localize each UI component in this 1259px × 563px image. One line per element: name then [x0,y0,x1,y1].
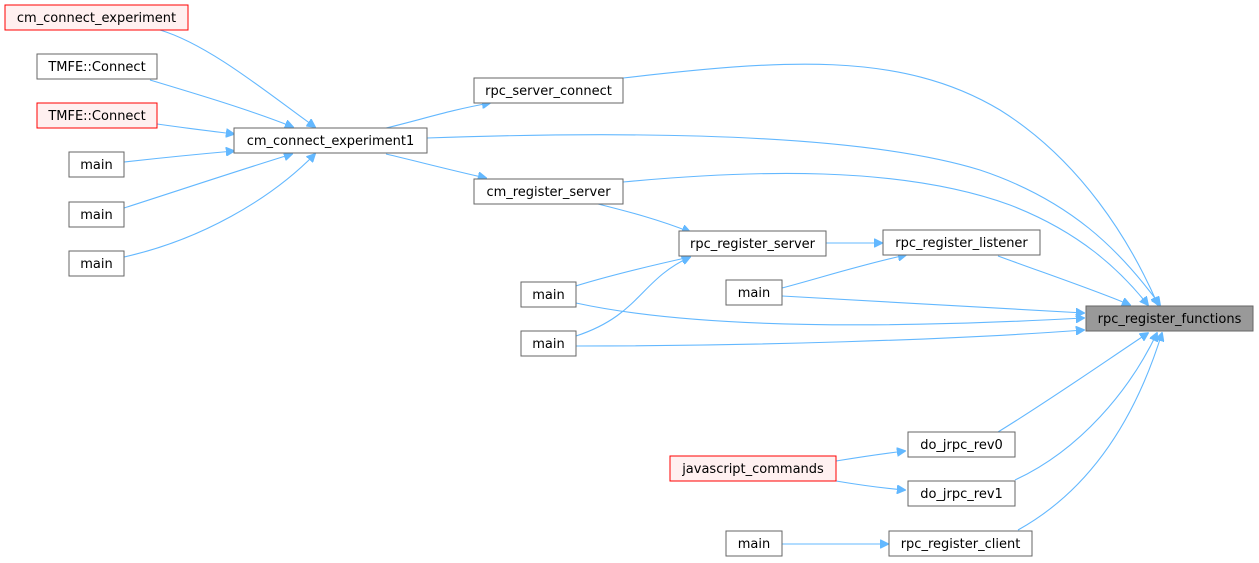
node-rpc-register-listener[interactable]: rpc_register_listener [882,229,1041,256]
node-main-g[interactable]: main [725,530,783,557]
nodes-layer: cm_connect_experiment TMFE::Connect TMFE… [4,4,1254,557]
edge [781,295,1084,313]
edge [622,172,1148,305]
node-label: main [738,537,770,552]
node-do-jrpc-rev1[interactable]: do_jrpc_rev1 [907,480,1016,507]
edge [575,330,1084,347]
edge [835,480,905,490]
edge [597,203,690,232]
edge [385,103,490,129]
edge [575,302,1084,326]
node-tmfe-connect[interactable]: TMFE::Connect [36,53,158,80]
node-label: cm_connect_experiment1 [247,134,415,149]
edge [123,154,315,258]
edge [123,151,234,163]
node-label: cm_connect_experiment [17,11,176,26]
node-main-d[interactable]: main [520,281,577,308]
node-main-c[interactable]: main [68,250,125,277]
edge [1017,333,1162,531]
edges-layer [123,29,1162,544]
edge [835,451,905,462]
node-label: TMFE::Connect [47,109,145,124]
edge [159,29,315,127]
edge [997,255,1130,305]
node-label: main [532,288,564,303]
node-cm-connect-experiment[interactable]: cm_connect_experiment [4,4,189,31]
node-label: do_jrpc_rev0 [920,438,1003,453]
node-label: rpc_register_client [901,537,1021,552]
node-label: rpc_server_connect [485,84,612,99]
node-do-jrpc-rev0[interactable]: do_jrpc_rev0 [907,431,1016,458]
node-label: rpc_register_listener [895,236,1028,251]
node-main-e[interactable]: main [520,330,577,357]
node-javascript-commands[interactable]: javascript_commands [669,455,837,482]
edge [426,134,1160,305]
edge [565,257,690,290]
node-label: rpc_register_server [690,237,816,252]
edge [781,255,906,289]
node-rpc-server-connect[interactable]: rpc_server_connect [473,77,624,104]
node-label: TMFE::Connect [47,60,145,75]
edge [123,154,292,209]
edge [575,257,690,337]
node-main-a[interactable]: main [68,151,125,178]
node-main-f[interactable]: main [725,279,783,306]
node-cm-connect-experiment1[interactable]: cm_connect_experiment1 [233,127,428,154]
node-tmfe-connect-unresolved[interactable]: TMFE::Connect [36,102,158,129]
edge [997,333,1148,433]
node-label: main [80,158,112,173]
node-rpc-register-client[interactable]: rpc_register_client [888,530,1033,557]
node-label: rpc_register_functions [1098,312,1242,327]
node-cm-register-server[interactable]: cm_register_server [473,178,624,205]
node-label: do_jrpc_rev1 [920,487,1003,502]
node-label: cm_register_server [486,185,611,200]
node-label: javascript_commands [681,462,824,477]
node-label: main [532,337,564,352]
edge [156,123,234,134]
node-main-b[interactable]: main [68,201,125,228]
edge [622,63,1158,305]
node-label: main [80,257,112,272]
node-label: main [80,208,112,223]
edge [149,79,293,127]
node-rpc-register-functions[interactable]: rpc_register_functions [1085,305,1254,332]
node-rpc-register-server[interactable]: rpc_register_server [678,230,827,257]
edge [385,153,486,178]
node-label: main [738,286,770,301]
edge [1014,333,1157,481]
